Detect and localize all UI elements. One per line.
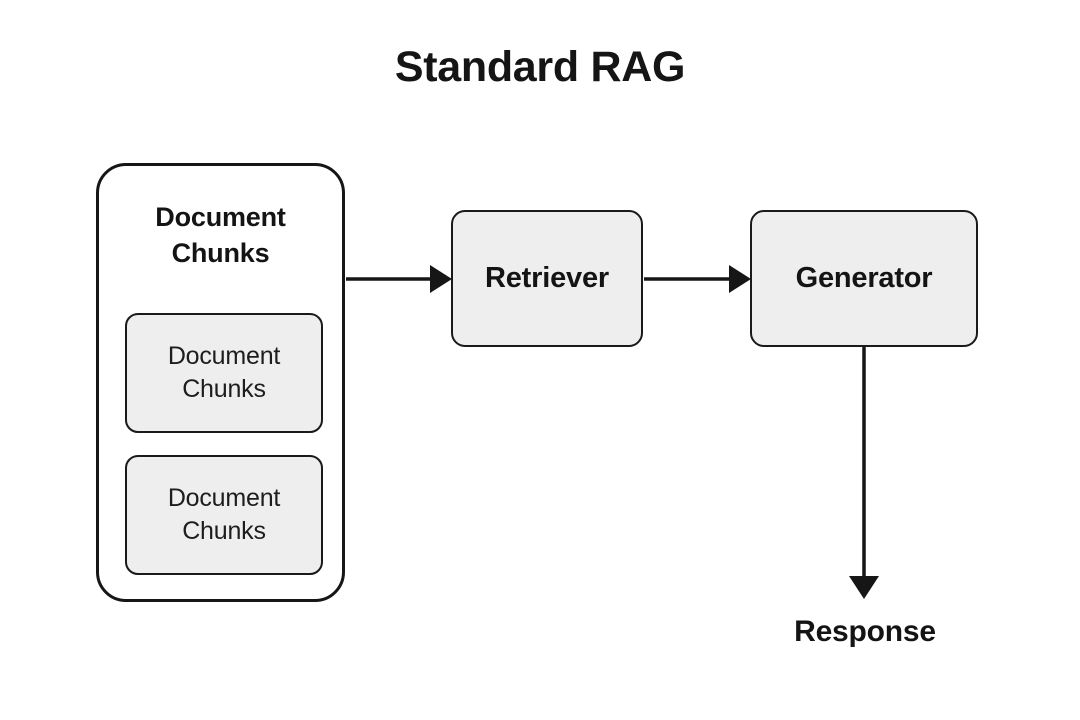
generator-label: Generator	[795, 262, 933, 294]
page-title: Standard RAG	[394, 43, 686, 91]
response-label: Response	[794, 615, 936, 648]
document-chunks-container: Document Chunks Document Chunks Document…	[96, 163, 345, 602]
generator-node[interactable]: Generator	[750, 210, 978, 347]
retriever-node[interactable]: Retriever	[451, 210, 643, 347]
container-title-line-1: Document	[155, 202, 286, 232]
document-chunk-label-2: Document Chunks	[167, 482, 281, 549]
document-chunks-container-title: Document Chunks	[99, 200, 342, 271]
chunk-2-line-1: Document	[167, 483, 281, 512]
arrow-retriever-to-generator	[644, 265, 751, 293]
arrow-generator-to-response	[849, 347, 879, 599]
chunk-1-line-1: Document	[167, 341, 281, 370]
retriever-label: Retriever	[485, 262, 609, 294]
document-chunk-label-1: Document Chunks	[167, 340, 281, 407]
container-title-line-2: Chunks	[171, 237, 270, 268]
arrow-chunks-to-retriever	[346, 265, 452, 293]
document-chunk-box-1[interactable]: Document Chunks	[125, 313, 323, 433]
chunk-2-line-2: Chunks	[182, 517, 266, 545]
chunk-1-line-2: Chunks	[182, 375, 266, 403]
document-chunk-box-2[interactable]: Document Chunks	[125, 455, 323, 575]
